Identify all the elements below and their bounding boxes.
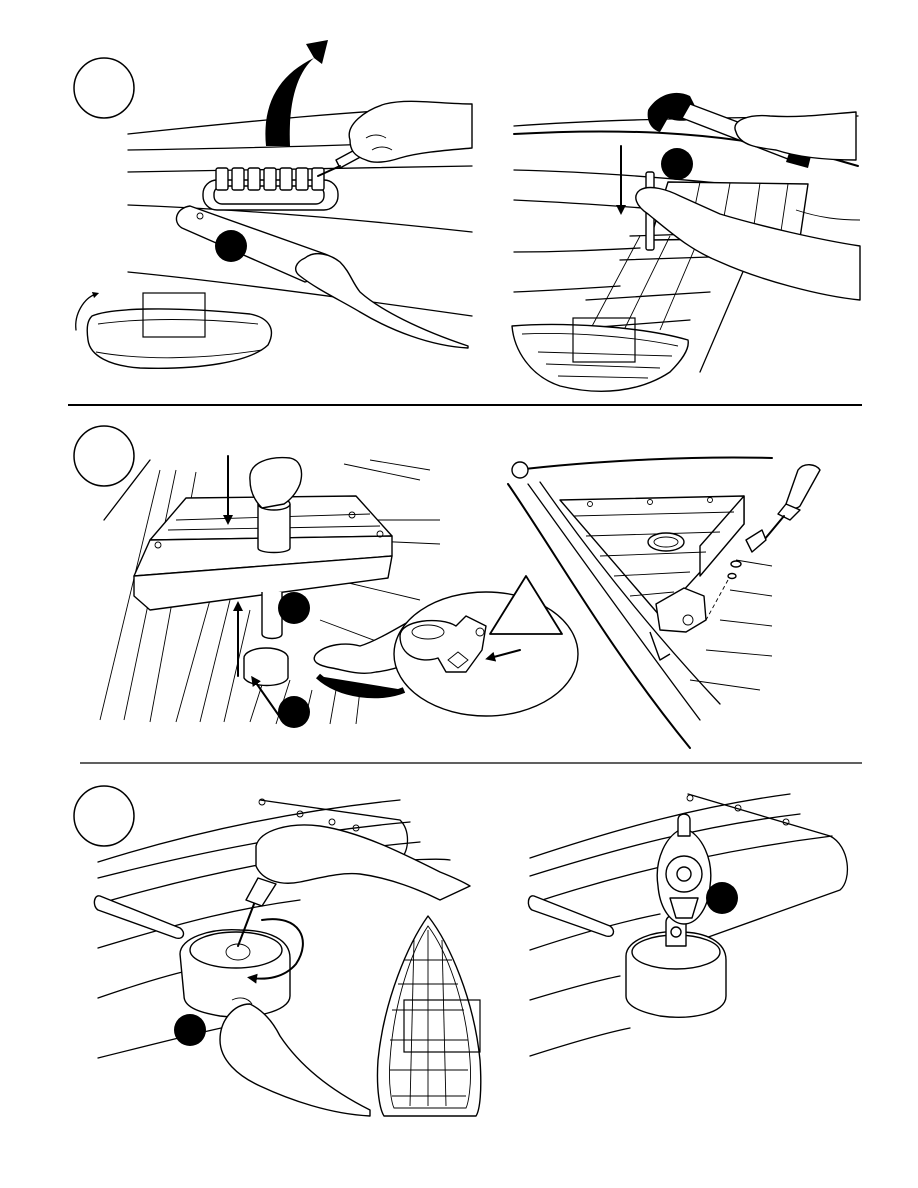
callout-dot-3b (706, 882, 738, 914)
pulley-block-icon (657, 814, 711, 924)
panel-1a (76, 40, 472, 368)
inset-cover-1a (76, 293, 272, 368)
screwdriver-2b (764, 465, 820, 540)
hand-bottom-3a (220, 1004, 370, 1116)
hand-top-3a (256, 825, 470, 900)
hand-bottom-1a (296, 254, 468, 348)
inset-boat-1b (512, 318, 688, 391)
panel-2a (100, 456, 578, 728)
callout-dot-3a (174, 1014, 206, 1046)
inset-boat-3a (377, 916, 480, 1116)
panel-3a (94, 799, 480, 1116)
callout-dot-1b (661, 148, 693, 180)
remove-arrow (265, 40, 328, 146)
panel-1b (512, 93, 860, 391)
oar-lock-rail (203, 168, 338, 210)
step-3-marker (74, 786, 134, 846)
hand-hammer-1b (735, 112, 856, 160)
detail-pointer (318, 676, 404, 695)
panel-2b (508, 458, 820, 749)
step-1-marker (74, 58, 134, 118)
callout-dot-1a (215, 230, 247, 262)
hand-top-1a (349, 101, 472, 162)
step-2-marker (74, 426, 134, 486)
callout-dot-2a-top (278, 592, 310, 624)
callout-dot-2a-bottom (278, 696, 310, 728)
panel-3b (528, 794, 847, 1056)
